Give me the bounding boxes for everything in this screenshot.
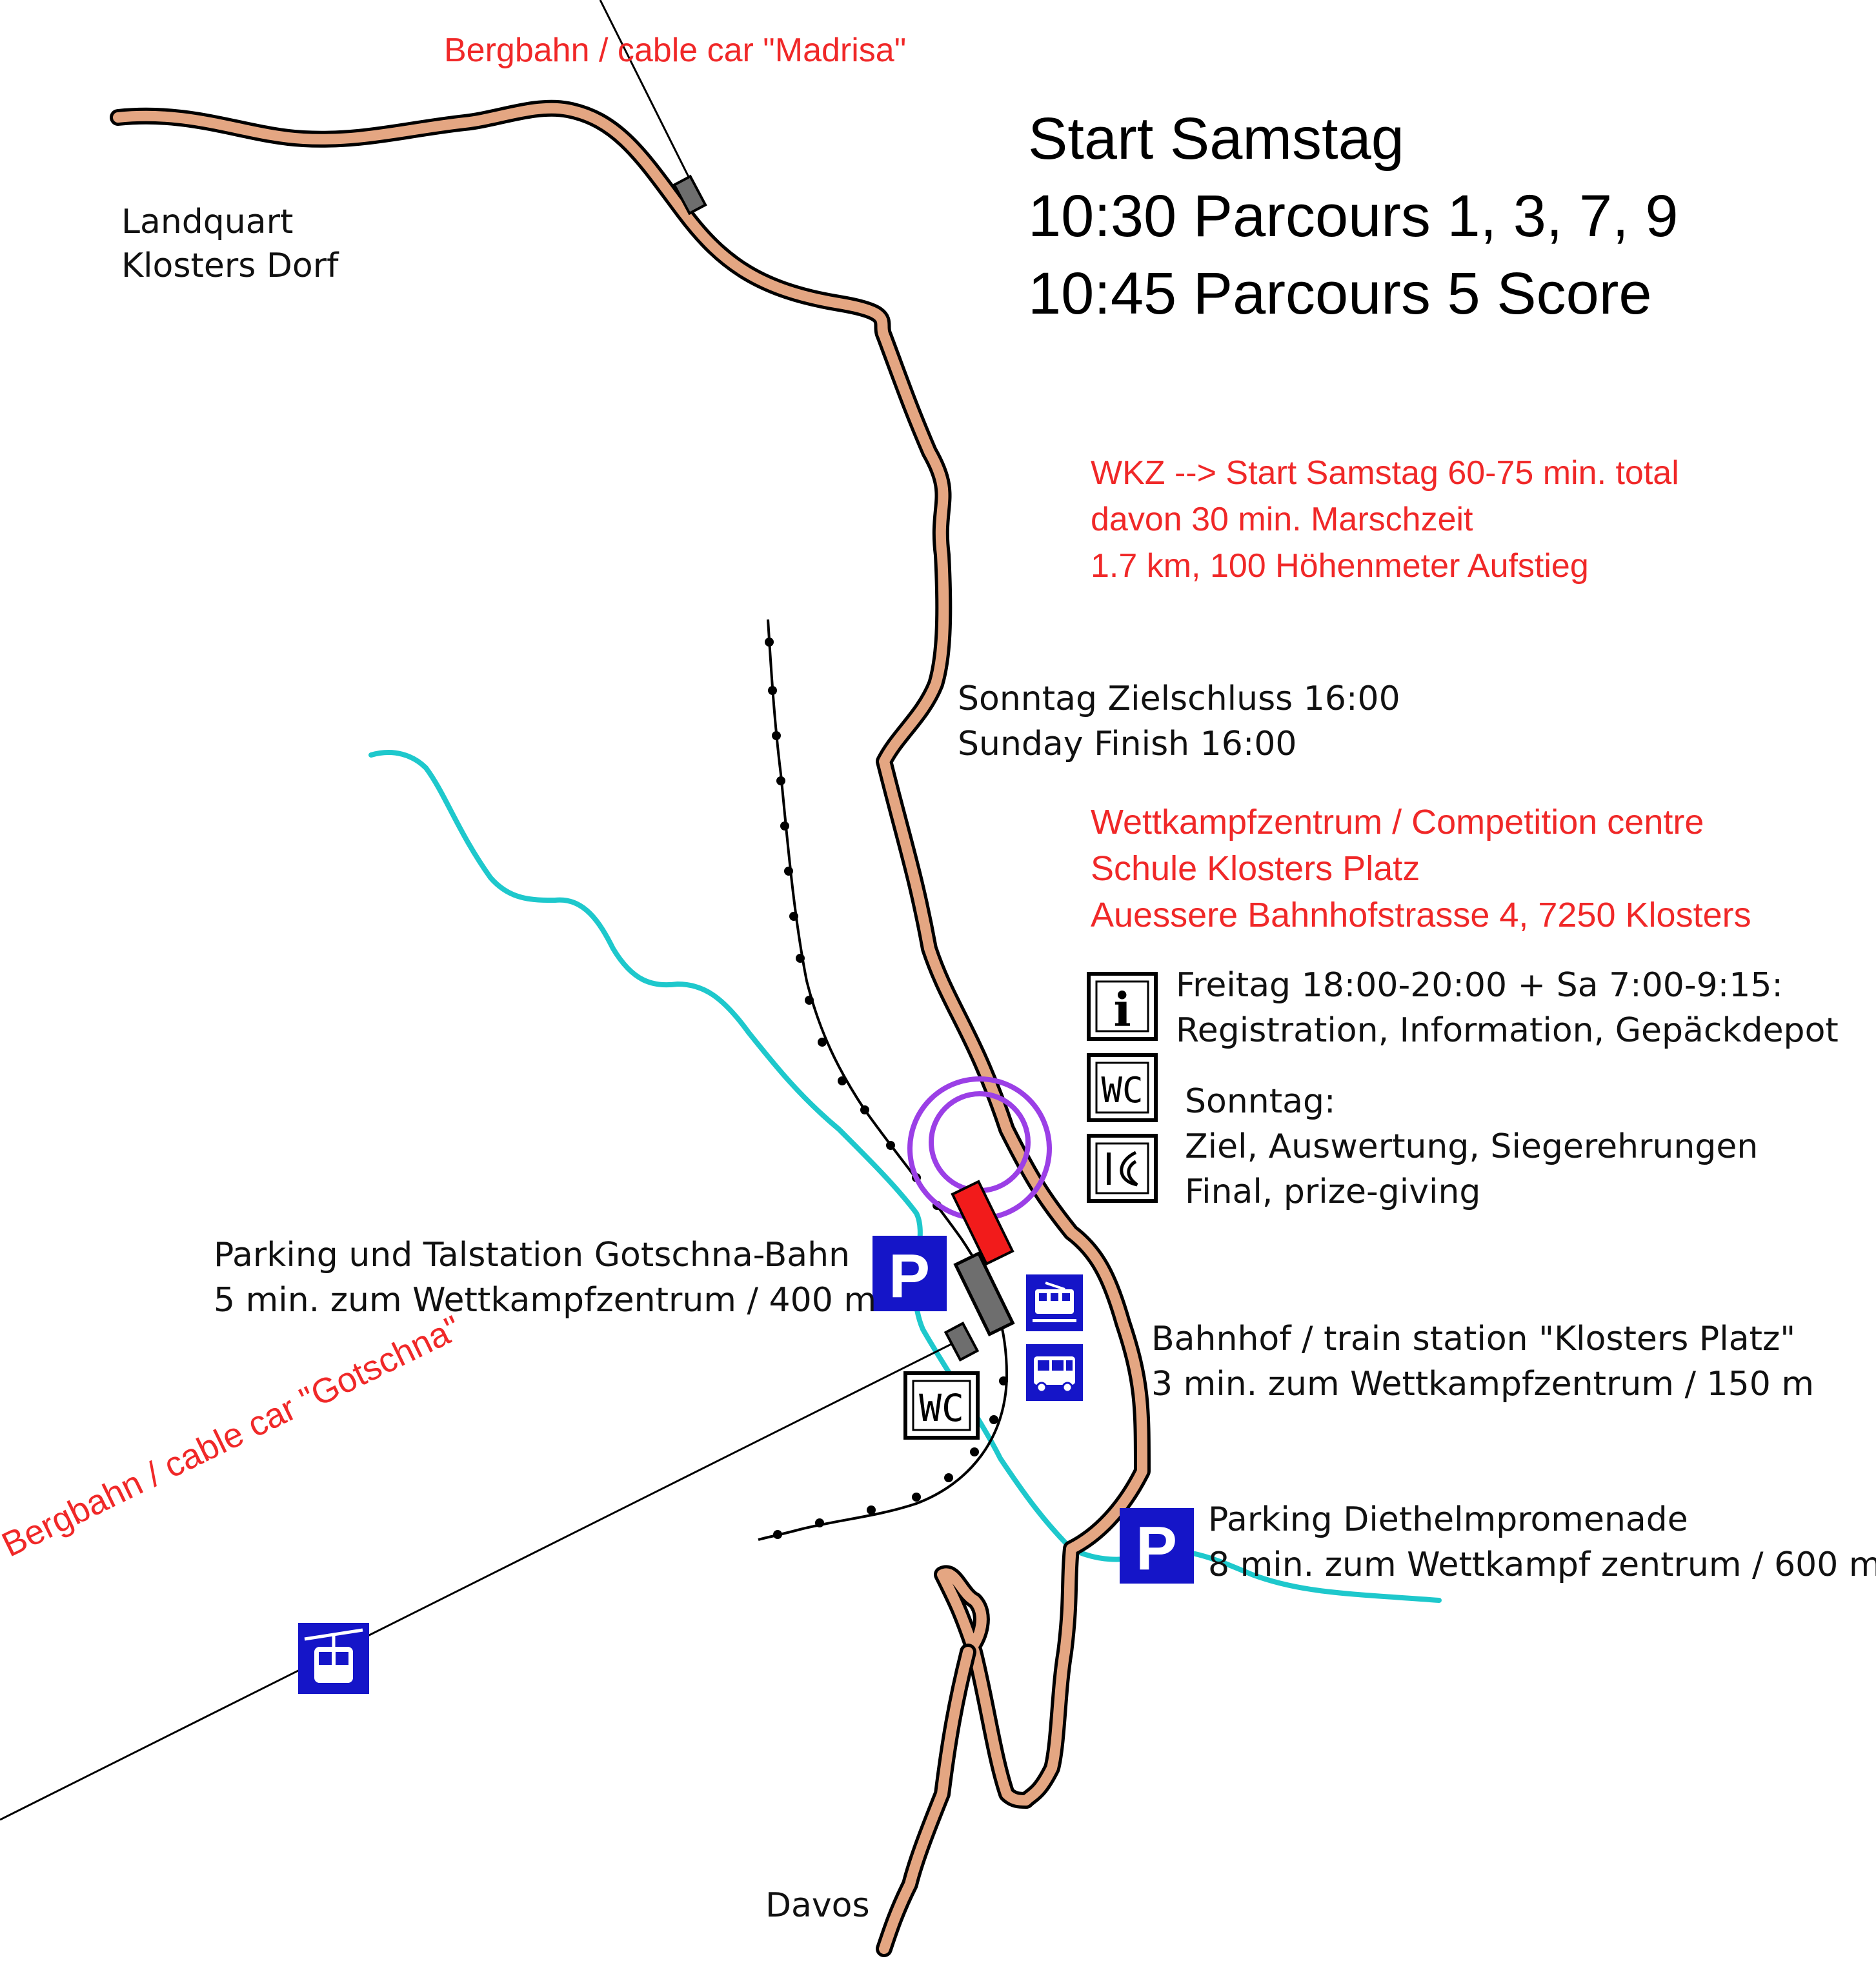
bus-icon xyxy=(1026,1344,1083,1401)
parking-sign-icon: P xyxy=(1120,1508,1194,1584)
sunday-services-label: Sonntag: Ziel, Auswertung, Siegerehrunge… xyxy=(1185,1079,1758,1214)
wc-icon: WC xyxy=(903,1371,980,1440)
svg-text:i: i xyxy=(1113,982,1131,1037)
svg-text:WC: WC xyxy=(1101,1070,1143,1111)
march-info-line: 1.7 km, 100 Höhenmeter Aufstieg xyxy=(1091,547,1589,585)
sunday-line: Final, prize-giving xyxy=(1185,1173,1481,1211)
railway xyxy=(758,619,1009,1541)
road-davos xyxy=(876,1644,976,1957)
march-info-line: WKZ --> Start Samstag 60-75 min. total xyxy=(1091,454,1679,492)
competition-centre-line: Schule Klosters Platz xyxy=(1091,849,1420,888)
svg-text:P: P xyxy=(1136,1514,1177,1583)
headline-line: Start Samstag xyxy=(1028,106,1404,172)
competition-centre-label: Wettkampfzentrum / Competition centre Sc… xyxy=(1091,799,1751,938)
parking-gotschna-line: 5 min. zum Wettkampfzentrum / 400 m xyxy=(214,1281,876,1320)
info-icon: i xyxy=(1087,972,1158,1041)
parking-gotschna-line: Parking und Talstation Gotschna-Bahn xyxy=(214,1236,851,1274)
parking-gotschna-label: Parking und Talstation Gotschna-Bahn 5 m… xyxy=(214,1233,876,1323)
headline-line: 10:30 Parcours 1, 3, 7, 9 xyxy=(1028,183,1679,249)
svg-text:WC: WC xyxy=(919,1386,964,1430)
registration-line: Registration, Information, Gepäckdepot xyxy=(1176,1011,1839,1050)
competition-centre-line: Wettkampfzentrum / Competition centre xyxy=(1091,803,1704,841)
prize-giving-icon xyxy=(1087,1134,1158,1203)
parking-diethelm-label: Parking Diethelmpromenade 8 min. zum Wet… xyxy=(1208,1497,1876,1587)
sunday-line: Sonntag: xyxy=(1185,1082,1336,1121)
headline-line: 10:45 Parcours 5 Score xyxy=(1028,261,1652,327)
parking-sign-icon: P xyxy=(872,1236,947,1311)
direction-line: Klosters Dorf xyxy=(121,247,339,285)
competition-building xyxy=(951,1180,1014,1266)
svg-text:P: P xyxy=(889,1242,930,1311)
gondola-icon xyxy=(298,1623,369,1694)
cable-line-madrisa xyxy=(599,0,698,194)
train-station-label: Bahnhof / train station "Klosters Platz"… xyxy=(1151,1316,1814,1407)
train-station-line: 3 min. zum Wettkampfzentrum / 150 m xyxy=(1151,1365,1814,1404)
main-road xyxy=(110,99,1151,1809)
wc-icon: WC xyxy=(1087,1053,1158,1122)
cable-line-gotschna xyxy=(0,1341,956,1821)
parking-diethelm-line: 8 min. zum Wettkampf zentrum / 600 m xyxy=(1208,1545,1876,1584)
finish-line: Sonntag Zielschluss 16:00 xyxy=(958,680,1400,718)
station-building xyxy=(953,1251,1015,1337)
gotschna-station xyxy=(943,1322,980,1362)
finish-close-label: Sonntag Zielschluss 16:00 Sunday Finish … xyxy=(958,676,1400,767)
competition-centre-line: Auessere Bahnhofstrasse 4, 7250 Klosters xyxy=(1091,896,1751,934)
train-station-line: Bahnhof / train station "Klosters Platz" xyxy=(1151,1320,1796,1358)
direction-north-label: Landquart Klosters Dorf xyxy=(121,200,338,288)
march-info-line: davon 30 min. Marschzeit xyxy=(1091,501,1473,538)
finish-line: Sunday Finish 16:00 xyxy=(958,725,1297,763)
direction-line: Landquart xyxy=(121,203,294,241)
direction-south-label: Davos xyxy=(765,1886,870,1925)
registration-line: Freitag 18:00-20:00 + Sa 7:00-9:15: xyxy=(1176,966,1783,1005)
train-icon xyxy=(1026,1274,1083,1331)
parking-diethelm-line: Parking Diethelmpromenade xyxy=(1208,1500,1688,1539)
cable-car-madrisa-label: Bergbahn / cable car "Madrisa" xyxy=(444,32,907,69)
start-headline: Start Samstag 10:30 Parcours 1, 3, 7, 9 … xyxy=(1028,100,1679,332)
madrisa-station xyxy=(672,174,707,216)
march-info: WKZ --> Start Samstag 60-75 min. total d… xyxy=(1091,450,1679,589)
sunday-line: Ziel, Auswertung, Siegerehrungen xyxy=(1185,1127,1759,1166)
registration-label: Freitag 18:00-20:00 + Sa 7:00-9:15: Regi… xyxy=(1176,963,1839,1053)
